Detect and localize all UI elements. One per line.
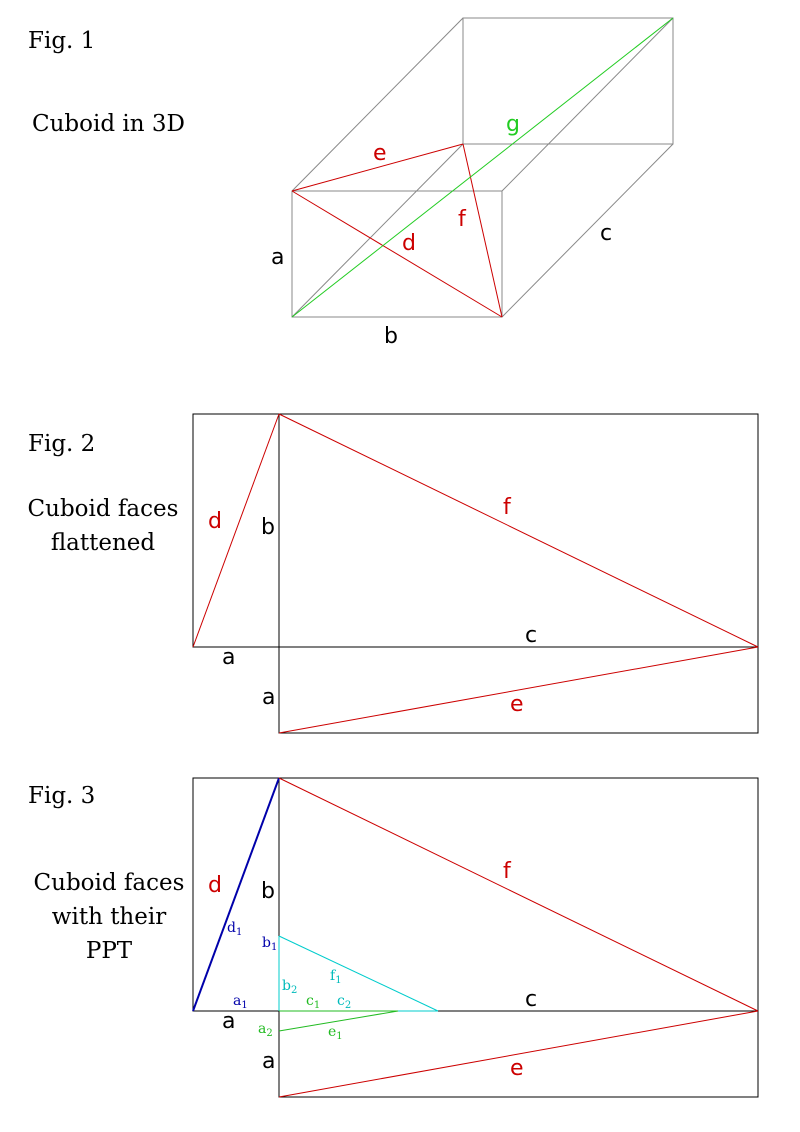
fig1-face-diagonals bbox=[291, 143, 503, 318]
fig3-sublabel-b2: b2 bbox=[282, 978, 297, 996]
fig2-label-f: f bbox=[503, 495, 512, 520]
fig3-label-f: f bbox=[503, 859, 512, 884]
fig2-label-a-side: a bbox=[262, 685, 275, 710]
fig3-sublabel-d1: d1 bbox=[227, 920, 242, 938]
fig1-label-f: f bbox=[458, 207, 467, 232]
front-face bbox=[291, 190, 503, 318]
fig1-caption: Fig. 1 bbox=[28, 28, 95, 54]
top-rectangle bbox=[192, 777, 759, 1012]
fig3-sublabel-b1: b1 bbox=[262, 935, 277, 953]
fig3-label-d: d bbox=[208, 873, 222, 898]
fig3-subtitle-line3: PPT bbox=[86, 938, 133, 964]
fig1-label-d: d bbox=[402, 231, 416, 256]
diagonal-f bbox=[462, 143, 503, 318]
bottom-rectangle bbox=[278, 1010, 759, 1098]
fig2: Fig. 2 Cuboid faces flattened a a b c d … bbox=[28, 413, 759, 734]
fig3-subtitle-line2: with their bbox=[52, 904, 166, 930]
fig1-label-g: g bbox=[506, 112, 520, 137]
bottom-rectangle bbox=[278, 646, 759, 734]
fig2-caption: Fig. 2 bbox=[28, 431, 95, 457]
fig1-label-a: a bbox=[271, 245, 284, 270]
fig2-diagonals bbox=[192, 413, 759, 734]
fig3-sublabel-a2: a2 bbox=[258, 1021, 273, 1039]
fig3-sublabel-c2: c2 bbox=[337, 993, 351, 1011]
fig3-sublabel-c1: c1 bbox=[306, 993, 320, 1011]
fig3: Fig. 3 Cuboid faces with their PPT a a b… bbox=[28, 777, 759, 1098]
fig1-label-b: b bbox=[384, 324, 398, 349]
diagonal-d bbox=[192, 413, 280, 648]
fig3-label-e: e bbox=[510, 1056, 524, 1081]
ppt-blue-hypotenuse-d bbox=[192, 777, 280, 1012]
fig1-cuboid-edges bbox=[291, 17, 674, 318]
edge-bottom-left bbox=[291, 143, 464, 318]
fig3-label-a-side: a bbox=[262, 1049, 275, 1074]
fig3-diagonals bbox=[278, 777, 759, 1098]
fig3-ppt-green bbox=[278, 1010, 399, 1032]
fig3-label-a-bottom: a bbox=[222, 1009, 235, 1034]
back-face bbox=[462, 17, 674, 145]
fig3-ppt-cyan bbox=[278, 935, 439, 1012]
fig3-caption: Fig. 3 bbox=[28, 783, 95, 809]
fig3-frame bbox=[192, 777, 759, 1098]
diagonal-e bbox=[291, 143, 464, 192]
ppt-cyan-hypotenuse-f1 bbox=[278, 935, 439, 1012]
fig3-sublabel-a1: a1 bbox=[233, 993, 248, 1011]
edge-bottom-right bbox=[501, 143, 674, 318]
ppt-green-hypotenuse-e1 bbox=[278, 1010, 399, 1032]
fig1-label-c: c bbox=[600, 221, 612, 246]
fig3-subtitle-line1: Cuboid faces bbox=[34, 870, 185, 896]
top-rectangle bbox=[192, 413, 759, 648]
diagonal-f bbox=[278, 413, 759, 648]
fig2-label-b: b bbox=[261, 515, 275, 540]
fig1-subtitle: Cuboid in 3D bbox=[32, 111, 185, 137]
diagonal-e bbox=[278, 646, 759, 734]
fig3-sublabel-e1: e1 bbox=[328, 1024, 343, 1042]
space-diagonal-g bbox=[291, 17, 674, 318]
fig2-label-a-bottom: a bbox=[222, 645, 235, 670]
fig3-sublabel-f1: f1 bbox=[330, 968, 342, 986]
fig2-subtitle-line2: flattened bbox=[51, 530, 156, 556]
fig3-label-c: c bbox=[525, 987, 537, 1012]
fig2-subtitle-line1: Cuboid faces bbox=[28, 496, 179, 522]
fig2-label-c: c bbox=[525, 623, 537, 648]
fig2-label-d: d bbox=[208, 509, 222, 534]
edge-top-right bbox=[501, 17, 674, 192]
diagonal-f bbox=[278, 777, 759, 1012]
diagonal-d bbox=[291, 190, 503, 318]
fig2-frame bbox=[192, 413, 759, 734]
edge-top-left bbox=[291, 17, 464, 192]
fig3-label-b: b bbox=[261, 879, 275, 904]
fig1-label-e: e bbox=[373, 141, 387, 166]
fig2-label-e: e bbox=[510, 692, 524, 717]
fig1: Fig. 1 Cuboid in 3D a b c d e f g bbox=[28, 17, 674, 349]
diagonal-e bbox=[278, 1010, 759, 1098]
